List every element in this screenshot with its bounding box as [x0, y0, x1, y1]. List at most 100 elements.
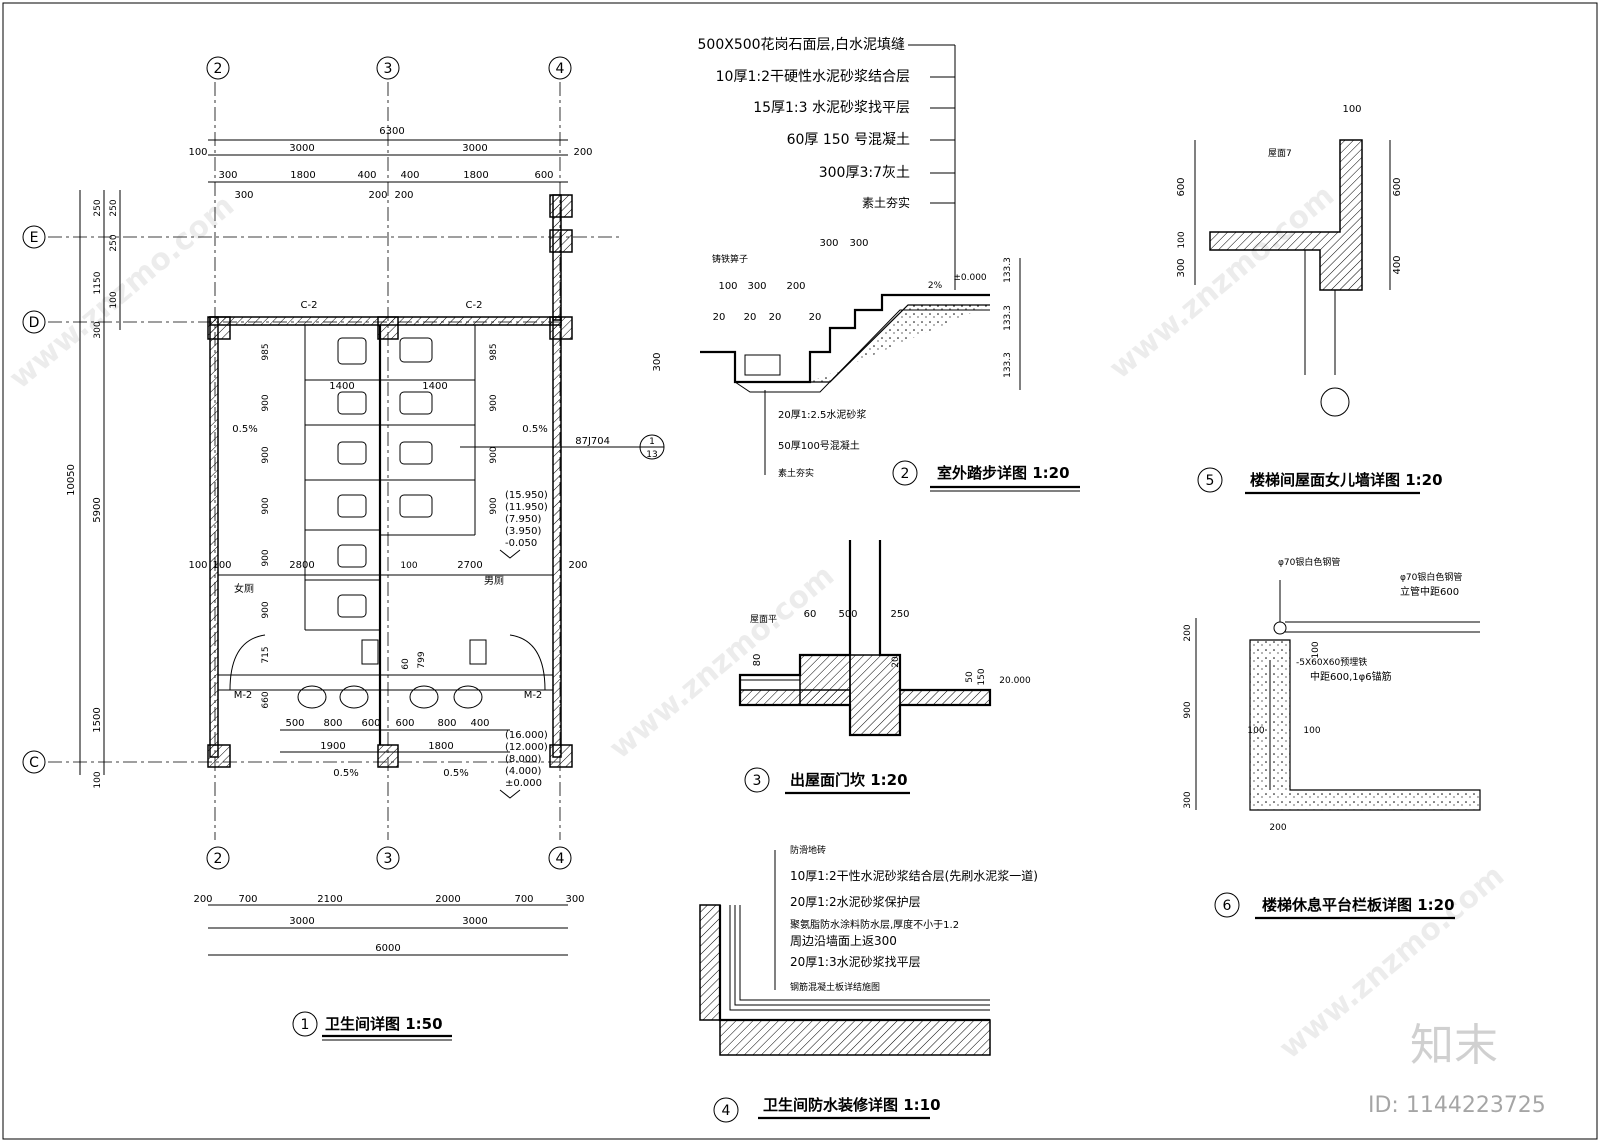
- svg-text:周边沿墙面上返300: 周边沿墙面上返300: [790, 934, 897, 948]
- svg-text:20: 20: [891, 656, 901, 668]
- svg-text:600: 600: [1176, 177, 1187, 196]
- svg-text:1: 1: [301, 1017, 310, 1033]
- svg-text:1150: 1150: [93, 271, 103, 294]
- toilet-stalls: [304, 325, 476, 631]
- detail-5-title: 楼梯间屋面女儿墙详图 1:20: [1250, 471, 1443, 489]
- svg-text:900: 900: [261, 497, 271, 514]
- svg-text:50: 50: [965, 671, 975, 683]
- svg-text:1800: 1800: [428, 741, 453, 752]
- svg-text:M-2: M-2: [524, 690, 543, 701]
- svg-text:300: 300: [1176, 258, 1187, 277]
- svg-text:10050: 10050: [66, 464, 77, 496]
- svg-text:3: 3: [384, 61, 393, 77]
- svg-text:2: 2: [214, 851, 223, 867]
- svg-text:900: 900: [261, 549, 271, 566]
- svg-text:600: 600: [1392, 177, 1403, 196]
- detail-2-title: 室外踏步详图 1:20: [937, 464, 1070, 482]
- svg-text:250: 250: [93, 199, 103, 216]
- svg-text:0.5%: 0.5%: [333, 768, 358, 779]
- svg-text:20: 20: [744, 312, 757, 323]
- svg-text:3000: 3000: [462, 143, 487, 154]
- svg-text:男厕: 男厕: [484, 575, 504, 587]
- svg-text:250: 250: [109, 234, 119, 251]
- svg-text:13: 13: [646, 450, 657, 460]
- svg-text:200: 200: [368, 190, 387, 201]
- detail-6-title: 楼梯休息平台栏板详图 1:20: [1262, 896, 1455, 914]
- svg-text:300: 300: [747, 281, 766, 292]
- svg-text:1800: 1800: [290, 170, 315, 181]
- svg-text:100: 100: [188, 147, 207, 158]
- svg-text:300: 300: [218, 170, 237, 181]
- svg-text:3: 3: [384, 851, 393, 867]
- svg-text:(12.000): (12.000): [505, 742, 548, 753]
- svg-text:立管中距600: 立管中距600: [1400, 585, 1459, 598]
- svg-text:(15.950): (15.950): [505, 490, 548, 501]
- svg-text:3: 3: [753, 773, 762, 789]
- svg-text:600: 600: [534, 170, 553, 181]
- svg-text:D: D: [29, 315, 40, 331]
- svg-text:屋面7: 屋面7: [1268, 148, 1292, 159]
- svg-text:5: 5: [1206, 473, 1215, 489]
- svg-text:(3.950): (3.950): [505, 526, 542, 537]
- svg-text:300: 300: [93, 321, 103, 338]
- svg-text:1400: 1400: [422, 381, 447, 392]
- svg-text:87J704: 87J704: [575, 436, 610, 447]
- grid-bubble-4-top: 4: [548, 56, 572, 80]
- watermark-logo: 知末: [1410, 1020, 1498, 1071]
- svg-text:985: 985: [489, 343, 499, 360]
- svg-text:聚氨脂防水涂料防水层,厚度不小于1.2: 聚氨脂防水涂料防水层,厚度不小于1.2: [790, 918, 959, 931]
- svg-text:φ70银白色钢管: φ70银白色钢管: [1400, 571, 1462, 583]
- svg-text:φ70银白色钢管: φ70银白色钢管: [1278, 556, 1340, 568]
- svg-text:屋面平: 屋面平: [750, 614, 777, 625]
- svg-text:300: 300: [1183, 791, 1193, 808]
- svg-text:250: 250: [890, 609, 909, 620]
- svg-text:-0.050: -0.050: [505, 538, 537, 549]
- svg-text:10厚1:2干硬性水泥砂浆结合层: 10厚1:2干硬性水泥砂浆结合层: [716, 69, 910, 85]
- svg-text:1900: 1900: [320, 741, 345, 752]
- svg-text:1400: 1400: [329, 381, 354, 392]
- svg-text:900: 900: [261, 601, 271, 618]
- svg-text:400: 400: [400, 170, 419, 181]
- svg-text:20厚1:3水泥砂浆找平层: 20厚1:3水泥砂浆找平层: [790, 954, 921, 969]
- svg-text:100: 100: [1342, 104, 1361, 115]
- svg-text:200: 200: [193, 894, 212, 905]
- svg-text:3000: 3000: [289, 916, 314, 927]
- svg-text:985: 985: [261, 343, 271, 360]
- svg-text:900: 900: [489, 497, 499, 514]
- svg-text:防滑地砖: 防滑地砖: [790, 844, 826, 856]
- svg-text:100: 100: [109, 291, 119, 308]
- svg-text:6000: 6000: [375, 943, 400, 954]
- svg-text:100: 100: [400, 561, 417, 571]
- svg-text:15厚1:3 水泥砂浆找平层: 15厚1:3 水泥砂浆找平层: [753, 100, 910, 116]
- svg-text:100: 100: [1311, 641, 1321, 658]
- svg-text:(4.000): (4.000): [505, 766, 542, 777]
- svg-text:2%: 2%: [928, 281, 943, 291]
- svg-text:2000: 2000: [435, 894, 460, 905]
- svg-text:900: 900: [1183, 701, 1193, 718]
- svg-text:中距600,1φ6锚筋: 中距600,1φ6锚筋: [1310, 670, 1392, 683]
- svg-text:300: 300: [234, 190, 253, 201]
- svg-text:1500: 1500: [92, 707, 103, 732]
- svg-text:www.znzmo.com: www.znzmo.com: [3, 188, 241, 396]
- grid-bubble-E: E: [22, 225, 46, 249]
- svg-text:60: 60: [401, 658, 411, 670]
- svg-text:660: 660: [261, 691, 271, 708]
- svg-text:300: 300: [565, 894, 584, 905]
- svg-text:799: 799: [417, 651, 427, 668]
- svg-text:素土夯实: 素土夯实: [862, 195, 910, 210]
- svg-text:3000: 3000: [289, 143, 314, 154]
- svg-text:20: 20: [809, 312, 822, 323]
- svg-text:C-2: C-2: [301, 300, 318, 311]
- svg-text:20: 20: [713, 312, 726, 323]
- svg-text:100: 100: [718, 281, 737, 292]
- svg-text:200: 200: [394, 190, 413, 201]
- svg-text:600: 600: [395, 718, 414, 729]
- grid-bubble-3-bottom: 3: [376, 846, 400, 870]
- svg-text:20.000: 20.000: [999, 676, 1031, 686]
- svg-text:10厚1:2干性水泥砂浆结合层(先刷水泥浆一道): 10厚1:2干性水泥砂浆结合层(先刷水泥浆一道): [790, 868, 1038, 883]
- svg-text:6300: 6300: [379, 126, 404, 137]
- svg-text:100: 100: [93, 771, 103, 788]
- svg-text:200: 200: [786, 281, 805, 292]
- detail-4-title: 卫生间防水装修详图 1:10: [763, 1096, 941, 1114]
- svg-text:0.5%: 0.5%: [443, 768, 468, 779]
